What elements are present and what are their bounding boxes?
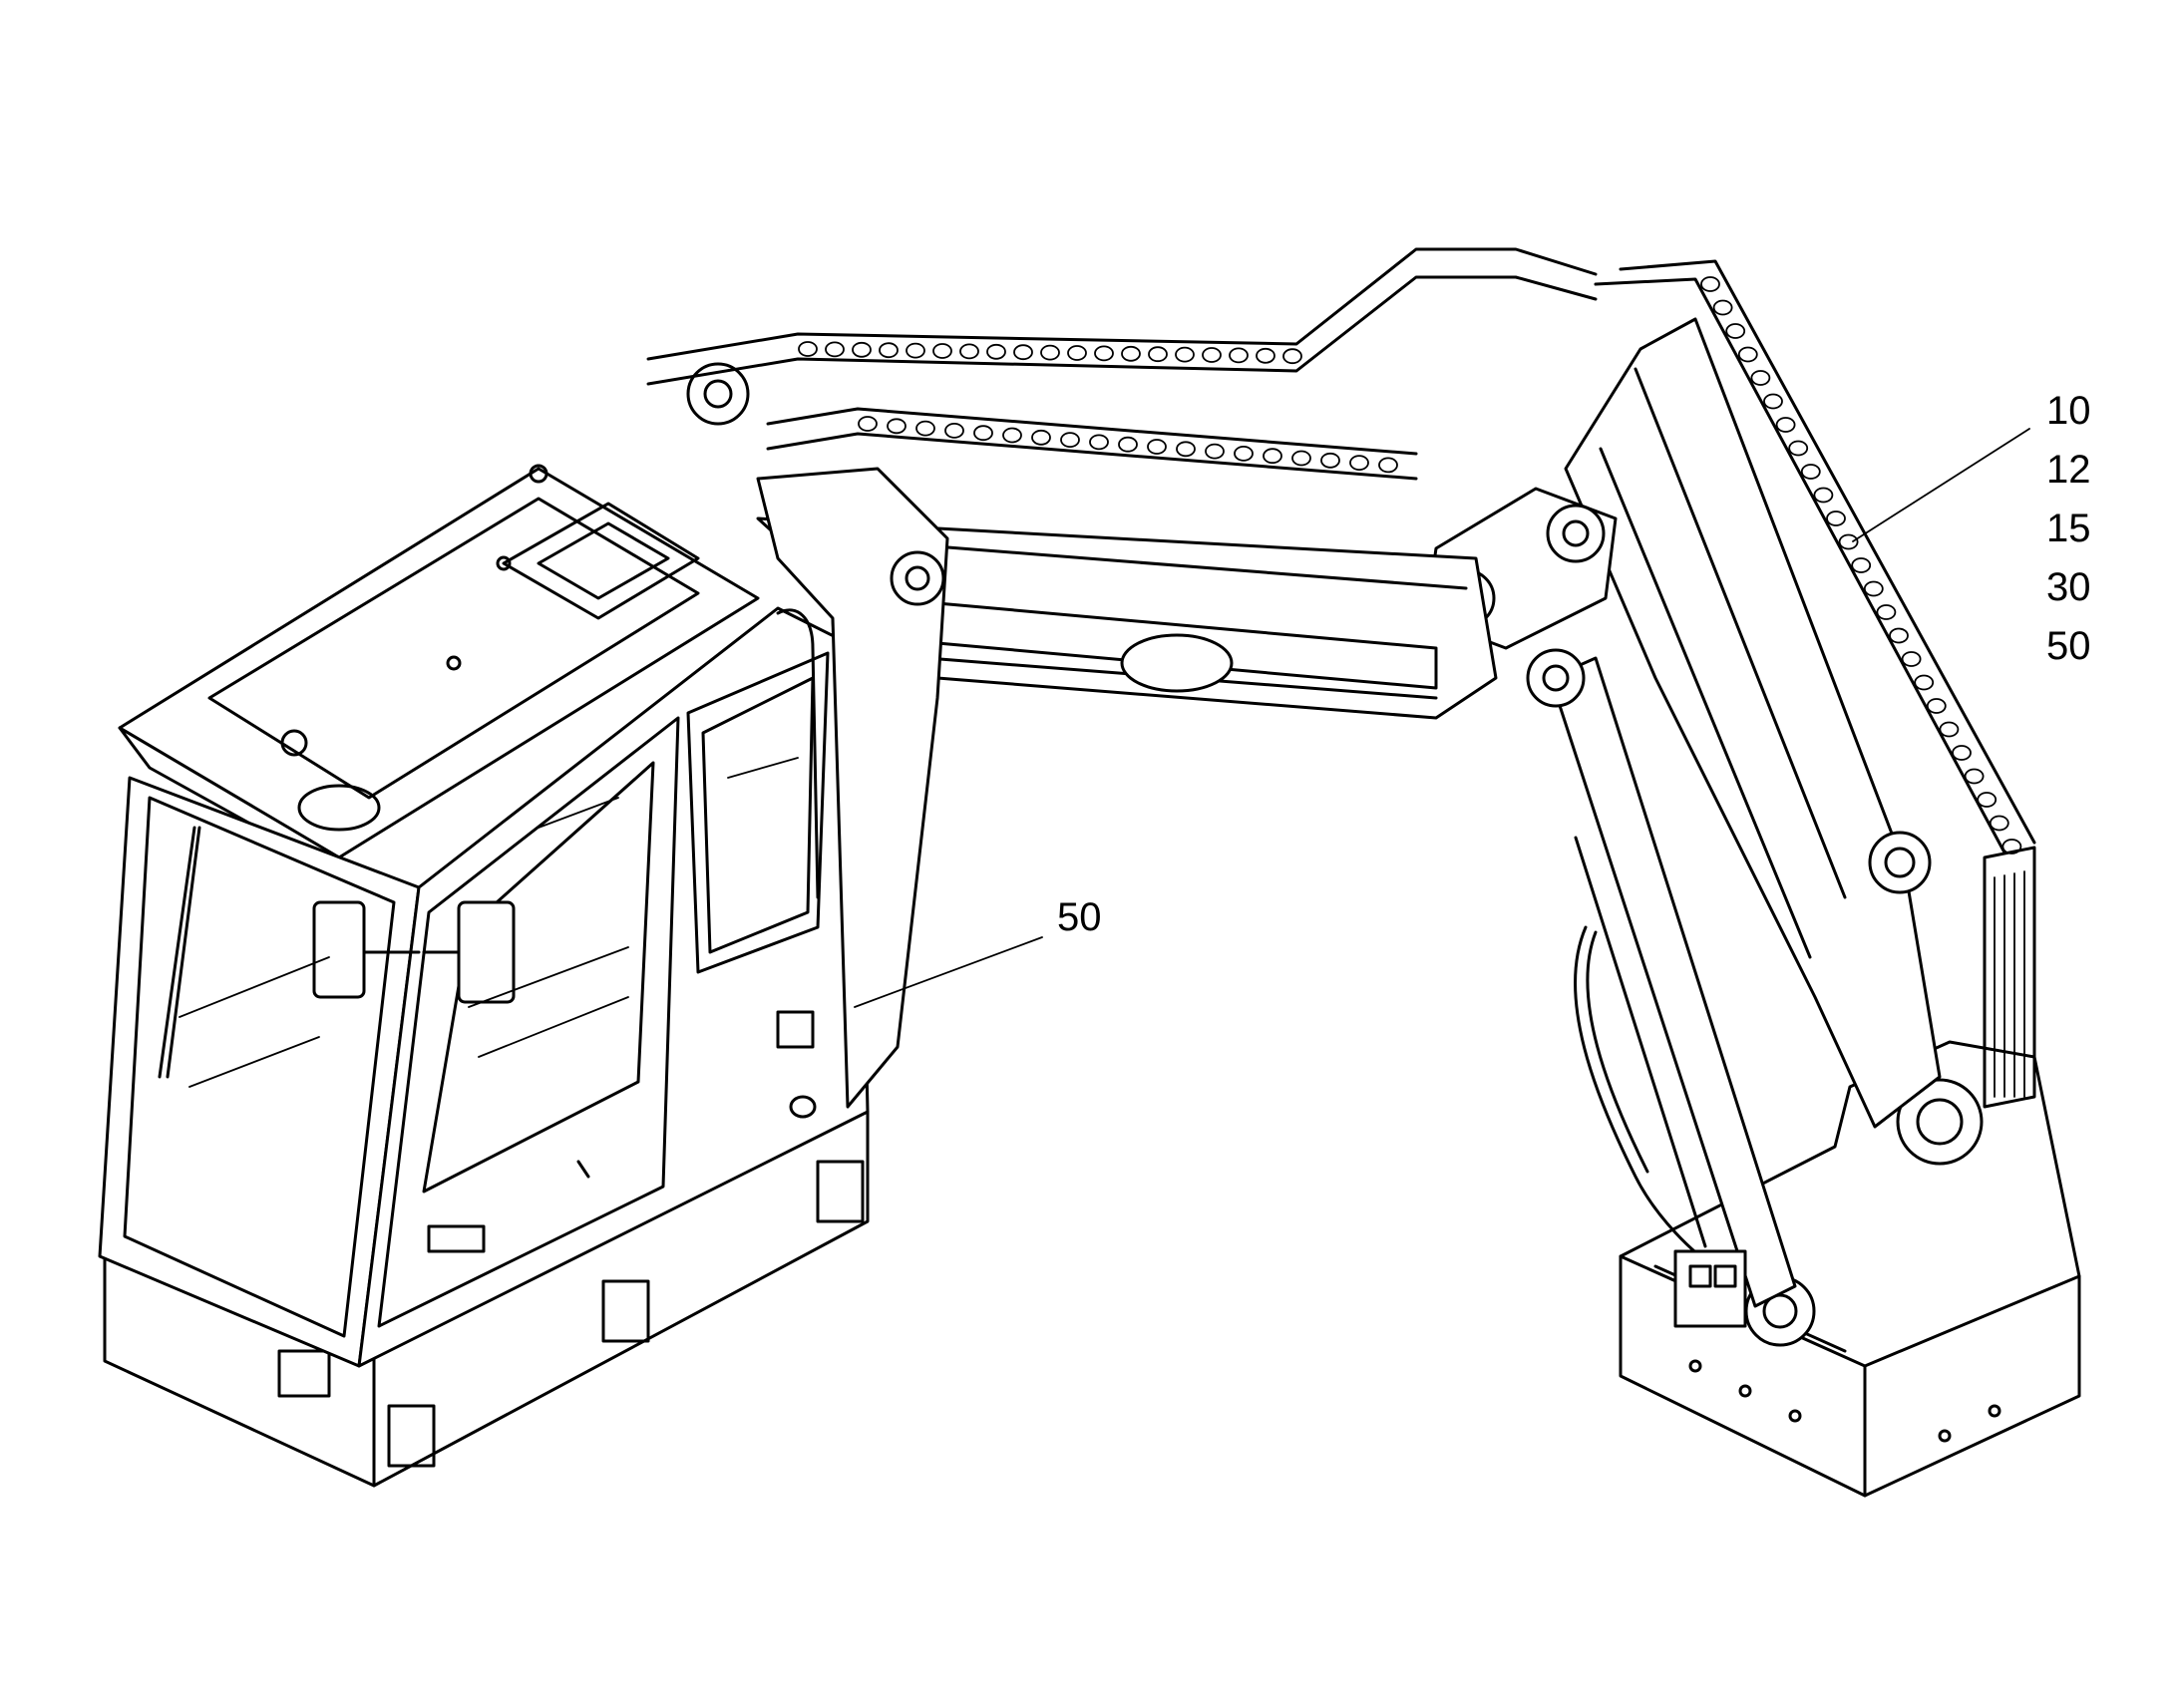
chain-link (1205, 443, 1225, 460)
chain-link (1234, 445, 1254, 462)
boom-hydraulic-cylinder (1526, 648, 1797, 1328)
cable-chain-links (798, 276, 2022, 854)
chain-link (1952, 745, 1972, 761)
chain-link (1320, 452, 1340, 469)
chain-link (1737, 346, 1758, 363)
chain-link (1800, 464, 1821, 480)
chain-link (1060, 432, 1080, 449)
chain-link (1700, 276, 1720, 292)
chain-link (1002, 427, 1022, 444)
chain-link (1147, 439, 1167, 455)
chain-link (1040, 344, 1060, 361)
cable-chain-upper (646, 247, 1598, 481)
chain-link (959, 343, 979, 360)
chain-link (1263, 448, 1282, 465)
chain-link (915, 420, 935, 437)
chain-link (1175, 346, 1195, 363)
chain-link (1813, 487, 1834, 504)
chain-link (1349, 455, 1369, 472)
chain-link (1712, 299, 1733, 316)
chain-link (1094, 345, 1114, 362)
chain-link (1148, 346, 1168, 363)
callout-group-right: 10 12 15 30 50 (2046, 389, 2091, 668)
chain-link (1256, 347, 1275, 364)
operator-cab (98, 464, 870, 1368)
chain-link (1750, 370, 1771, 386)
chain-link (1121, 345, 1141, 362)
chain-link (1901, 651, 1922, 667)
chain-link (1378, 457, 1398, 474)
callout-label: 50 (2046, 624, 2091, 668)
chain-link (944, 422, 964, 439)
chain-link (1089, 434, 1109, 451)
chain-link (1926, 698, 1947, 714)
chain-link (858, 416, 878, 432)
chain-link (2001, 839, 2022, 854)
chain-link (1889, 627, 1909, 644)
chain-link (932, 343, 952, 359)
chain-link (1229, 347, 1249, 364)
chain-link (1176, 441, 1196, 458)
chain-link (1838, 533, 1859, 550)
chain-link (986, 343, 1006, 360)
chain-link (1725, 323, 1746, 339)
chain-link (1031, 429, 1051, 446)
horizontal-arm (686, 362, 1498, 1109)
callout-label: 12 (2046, 448, 2091, 492)
chain-link (1291, 450, 1311, 467)
leader-line-left (854, 936, 1043, 1008)
chain-link (1202, 347, 1222, 363)
chain-link (1763, 393, 1783, 410)
chain-link (852, 341, 872, 358)
chain-link (1013, 344, 1033, 361)
chain-link (1939, 721, 1960, 738)
chain-link (798, 341, 818, 357)
chain-link (1067, 345, 1087, 361)
chain-link (1788, 440, 1809, 457)
chain-link (1863, 580, 1884, 597)
chain-link (1977, 792, 1998, 808)
chain-link (906, 342, 925, 359)
chain-link (879, 342, 899, 359)
chain-link (1964, 768, 1985, 785)
callout-label: 10 (2046, 389, 2091, 433)
callout-label-left: 50 (1057, 895, 1102, 939)
chain-link (1989, 815, 2009, 832)
leader-line-right (1852, 428, 2030, 542)
chain-link (1118, 436, 1138, 453)
chain-link (1851, 557, 1872, 573)
chain-link (1914, 674, 1935, 691)
chain-link (887, 418, 907, 435)
leader-lines (854, 428, 2030, 1008)
chain-link (1876, 604, 1897, 620)
callout-label: 30 (2046, 565, 2091, 609)
chain-link (825, 341, 845, 358)
callout-label: 15 (2046, 507, 2091, 550)
chain-link (973, 425, 993, 442)
chain-link (1282, 348, 1302, 365)
chain-link (1775, 417, 1796, 433)
chain-link (1826, 511, 1846, 526)
